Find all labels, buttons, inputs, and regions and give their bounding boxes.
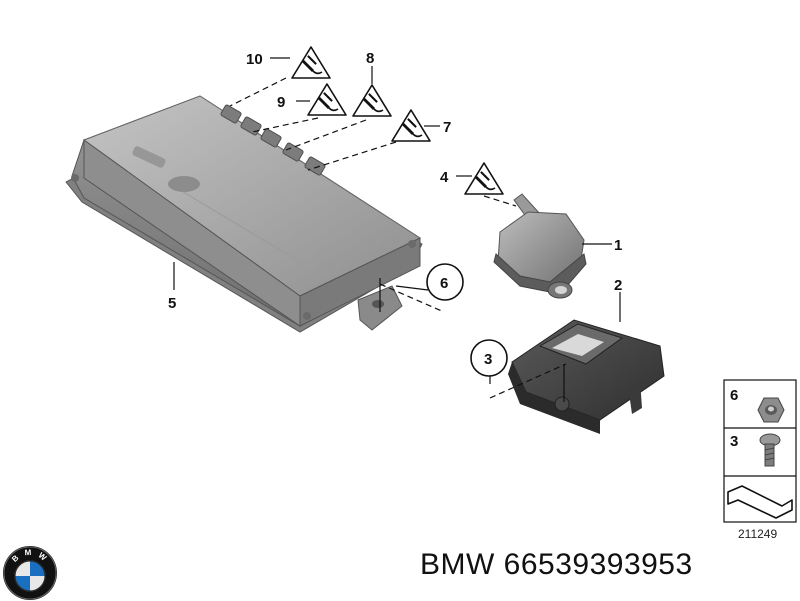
rear-camera [493,193,587,299]
parts-legend: 6 3 [723,379,797,523]
bmw-logo-icon: B M W [3,546,57,600]
leader-lines [173,57,621,402]
legend-item-6-number: 6 [730,387,738,404]
callout-circle-3 [470,339,508,377]
callout-3: 3 [484,351,492,368]
callout-1: 1 [614,237,622,254]
connector-warning-icon-8 [352,84,392,117]
callout-8: 8 [366,50,374,67]
callout-2: 2 [614,277,622,294]
camera-bracket [508,319,665,434]
legend-item-3-number: 3 [730,433,738,450]
callout-5: 5 [168,295,176,312]
callout-10: 10 [246,51,263,68]
part-number-label: BMW 66539393953 [420,548,693,581]
screw-icon [759,433,781,467]
callout-9: 9 [277,94,285,111]
nut-icon [757,397,785,423]
callout-7: 7 [443,119,451,136]
diagram-id: 211249 [738,527,777,541]
callout-circle-6 [426,263,464,301]
connector-warning-icon-10 [291,46,331,79]
callout-6: 6 [440,275,448,292]
connector-warning-icon-4 [464,162,504,195]
connector-warning-icon-9 [307,83,347,116]
callout-4: 4 [440,169,449,186]
control-unit [65,95,423,333]
bracket-outline-icon [727,485,793,519]
